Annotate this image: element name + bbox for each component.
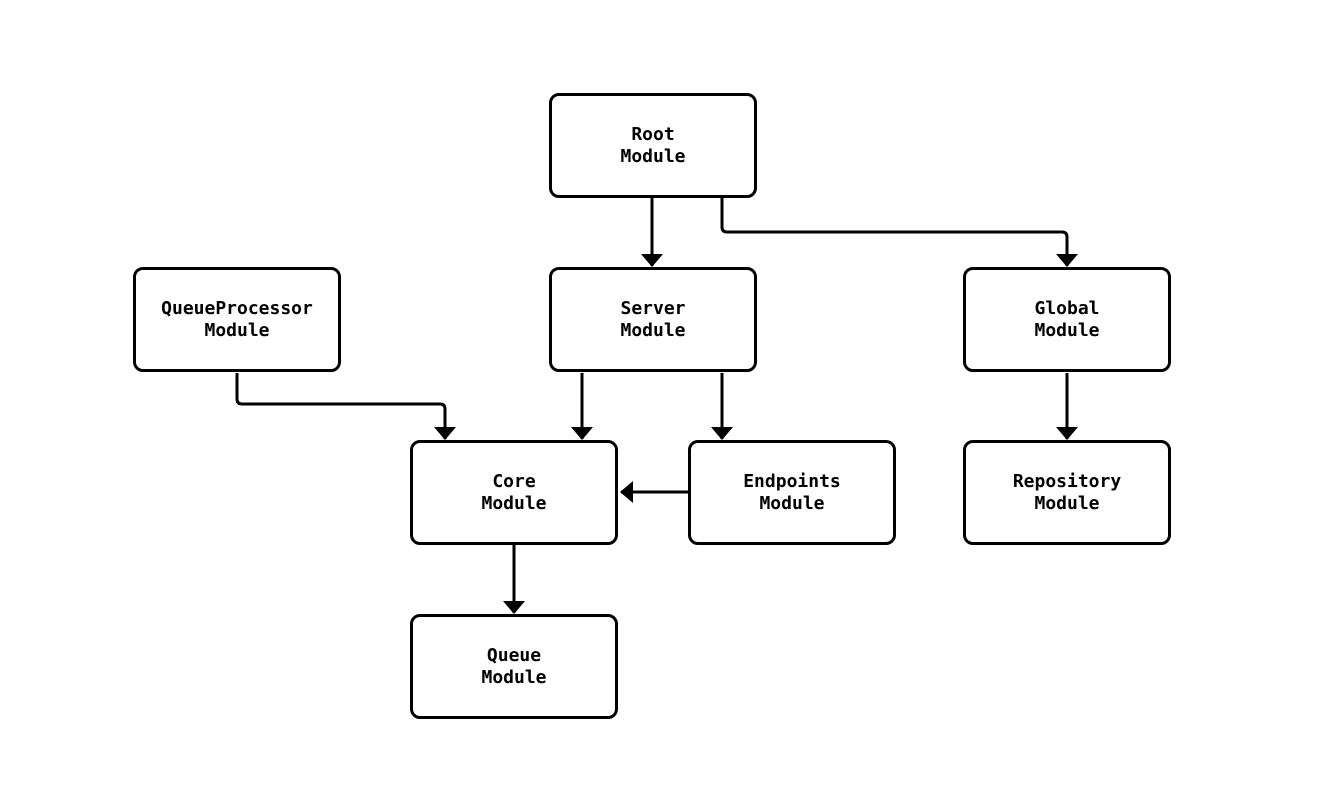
node-root-module-label: Root Module bbox=[620, 123, 686, 167]
node-endpoints-module: Endpoints Module bbox=[688, 440, 896, 545]
node-server-module: Server Module bbox=[549, 267, 757, 372]
edge-root-to-global bbox=[720, 198, 1078, 267]
node-core-module-label: Core Module bbox=[481, 470, 547, 514]
node-queue-module-label: Queue Module bbox=[481, 644, 547, 688]
node-queueprocessor-module-label: QueueProcessor Module bbox=[161, 297, 313, 341]
node-server-module-label: Server Module bbox=[620, 297, 686, 341]
node-core-module: Core Module bbox=[410, 440, 618, 545]
node-repository-module: Repository Module bbox=[963, 440, 1171, 545]
node-global-module-label: Global Module bbox=[1034, 297, 1100, 341]
node-repository-module-label: Repository Module bbox=[1012, 470, 1122, 514]
node-endpoints-module-label: Endpoints Module bbox=[743, 470, 841, 514]
edge-queueprocessor-to-core bbox=[235, 373, 456, 440]
node-queueprocessor-module: QueueProcessor Module bbox=[133, 267, 341, 372]
node-global-module: Global Module bbox=[963, 267, 1171, 372]
node-queue-module: Queue Module bbox=[410, 614, 618, 719]
node-root-module: Root Module bbox=[549, 93, 757, 198]
